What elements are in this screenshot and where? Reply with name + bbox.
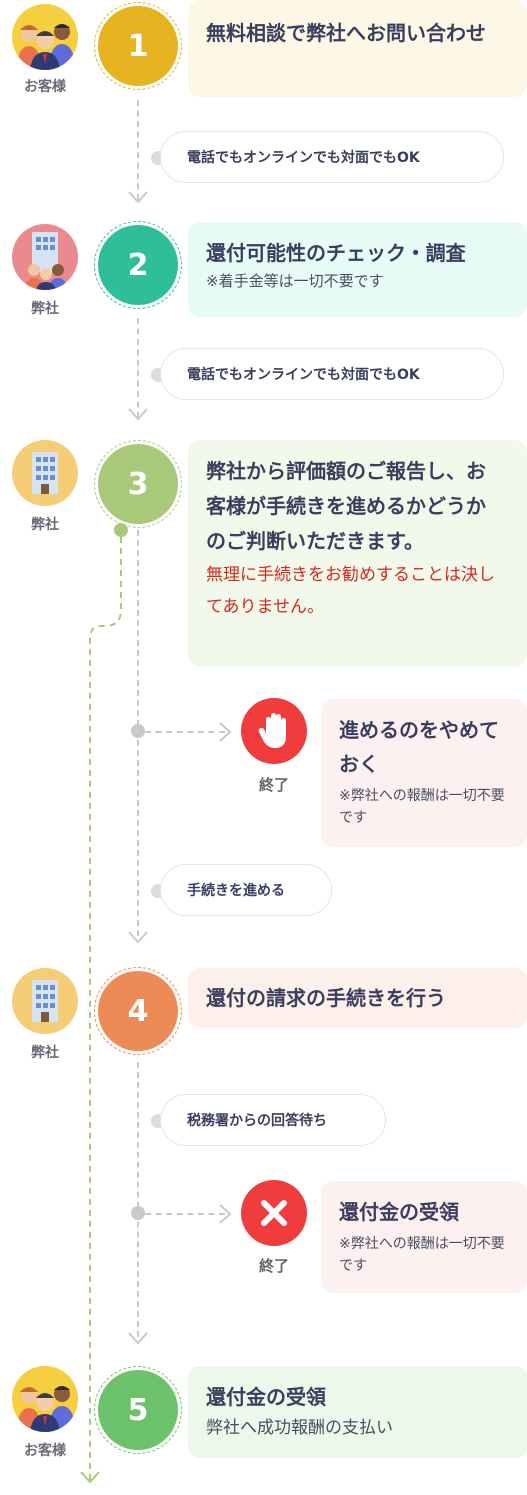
step-title: 還付可能性のチェック・調査 [206, 241, 466, 265]
company-avatar [12, 968, 78, 1034]
arrow-right-icon [218, 1203, 234, 1225]
end-subtext: ※弊社への報酬は一切不要です [339, 788, 505, 826]
step-number-2: 2 [98, 225, 178, 305]
contact-method-pill: 電話でもオンラインでも対面でもOK [160, 348, 504, 400]
proceed-pill: 手続きを進める [160, 864, 332, 916]
end-box: 還付金の受領 ※弊社への報酬は一切不要です [321, 1181, 527, 1293]
arrow-down-icon [127, 407, 149, 423]
actor-label: 弊社 [31, 301, 59, 317]
skip-path-line [80, 523, 128, 1484]
company-avatar [12, 440, 78, 506]
step-2-box: 還付可能性のチェック・調査 ※着手金等は一切不要です [188, 222, 527, 317]
step-title: 還付金の受領 [206, 1385, 326, 1409]
step-title: 無料相談で弊社へお問い合わせ [206, 21, 486, 45]
flow-line-2-3 [137, 318, 139, 418]
step-3-box: 弊社から評価額のご報告し、お客様が手続きを進めるかどうかのご判断いただきます。 … [188, 440, 527, 667]
connector-dot [131, 1206, 145, 1220]
step-number-3: 3 [98, 444, 178, 524]
arrow-down-icon [127, 1331, 149, 1347]
step-4-box: 還付の請求の手続きを行う [188, 968, 527, 1028]
branch-line [145, 1213, 225, 1215]
end-label: 終了 [258, 1257, 289, 1275]
step-ring [94, 967, 182, 1055]
end-title: 還付金の受領 [339, 1200, 459, 1224]
flow-line-1-2 [137, 100, 139, 200]
step-title: 還付の請求の手続きを行う [206, 986, 446, 1010]
arrow-down-icon [127, 190, 149, 206]
contact-method-pill: 電話でもオンラインでも対面でもOK [160, 131, 504, 183]
step-number-5: 5 [98, 1370, 178, 1450]
step-ring [94, 440, 182, 528]
actor-label: お客様 [24, 1443, 66, 1459]
customer-avatar [12, 4, 78, 70]
arrow-down-icon [127, 930, 149, 946]
cross-icon [241, 1180, 307, 1246]
branch-line [145, 731, 225, 733]
step-subtext: ※着手金等は一切不要です [206, 272, 384, 290]
actor-label: お客様 [24, 79, 66, 95]
actor-label: 弊社 [31, 1045, 59, 1061]
connector-dot [131, 724, 145, 738]
step-ring [94, 1366, 182, 1454]
step-5-box: 還付金の受領 弊社へ成功報酬の支払い [188, 1366, 527, 1458]
step-note: 無理に手続きをお勧めすることは決してありません。 [206, 565, 495, 617]
step-number-1: 1 [98, 6, 178, 86]
step-subtext: 弊社へ成功報酬の支払い [206, 1418, 393, 1438]
stop-hand-icon [241, 698, 307, 764]
step-number-4: 4 [98, 971, 178, 1051]
end-label: 終了 [258, 776, 289, 794]
company-avatar [12, 224, 78, 290]
step-title: 弊社から評価額のご報告し、お客様が手続きを進めるかどうかのご判断いただきます。 [206, 459, 486, 553]
actor-label: 弊社 [31, 517, 59, 533]
end-title: 進めるのをやめておく [339, 718, 499, 776]
step-ring [94, 221, 182, 309]
flow-line-4-5 [137, 1062, 139, 1337]
step-1-box: 無料相談で弊社へお問い合わせ [188, 0, 527, 97]
end-box: 進めるのをやめておく ※弊社への報酬は一切不要です [321, 699, 527, 847]
end-subtext: ※弊社への報酬は一切不要です [339, 1236, 505, 1274]
step-ring [94, 2, 182, 90]
waiting-pill: 税務署からの回答待ち [160, 1094, 386, 1146]
customer-avatar [12, 1366, 78, 1432]
arrow-right-icon [218, 721, 234, 743]
